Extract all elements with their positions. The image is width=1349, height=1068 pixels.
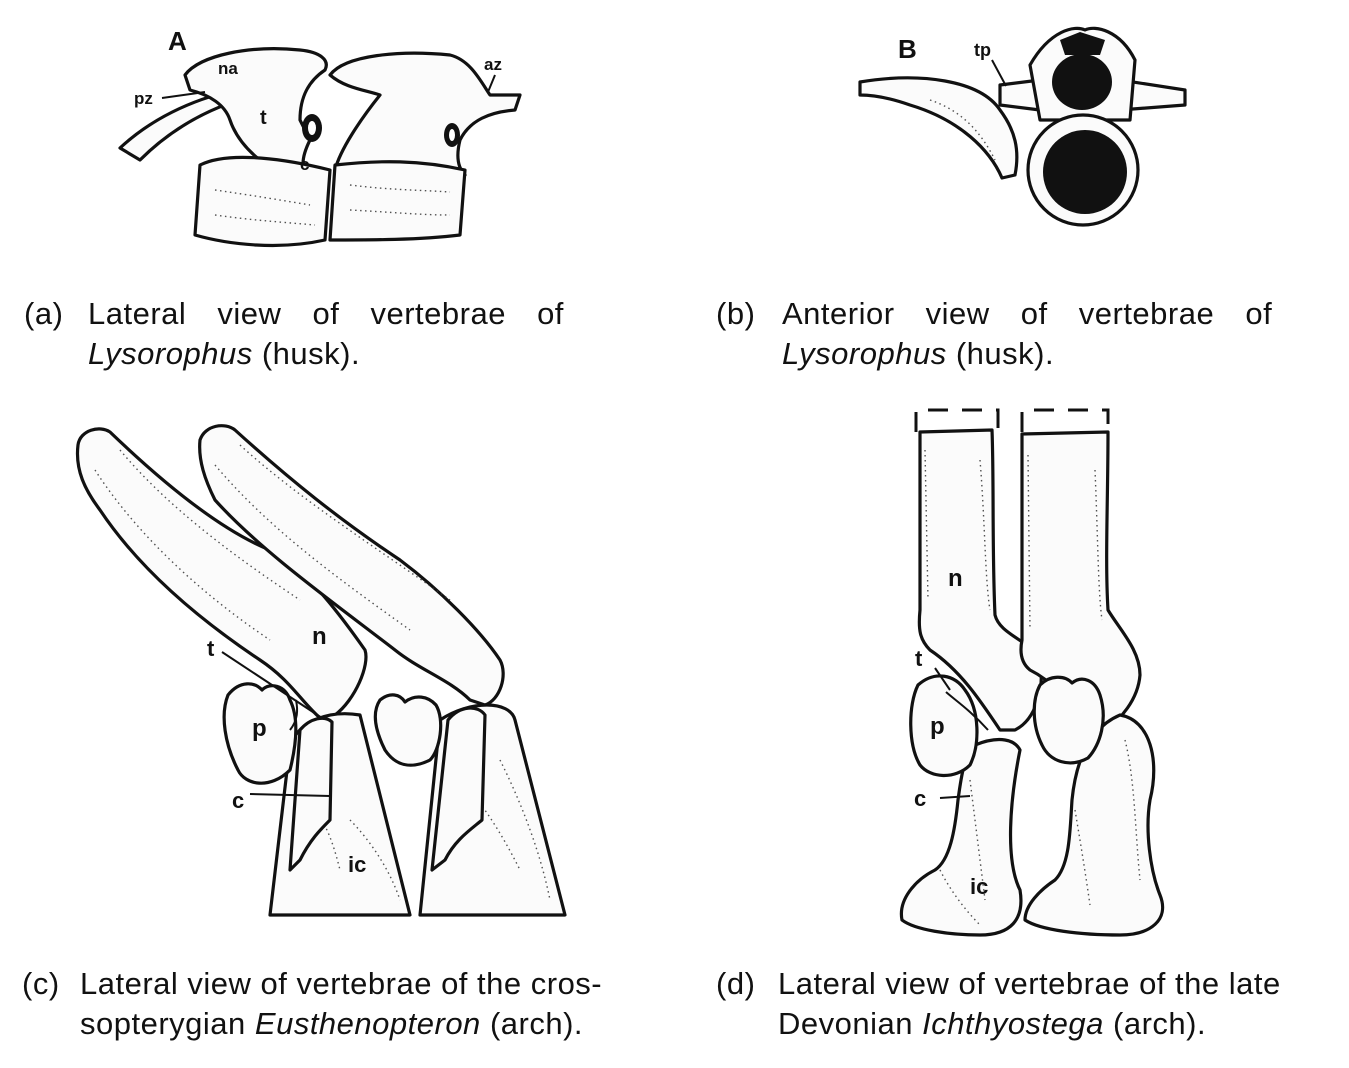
label-n-d: n: [948, 565, 963, 592]
caption-d-taxon: Ichthyostega: [922, 1006, 1104, 1041]
label-ic-d: ic: [970, 874, 988, 899]
caption-b-line1: Anterior view of vertebrae of: [782, 296, 1273, 331]
caption-b-suffix: (husk).: [955, 336, 1055, 371]
label-c-d: c: [914, 786, 926, 811]
caption-b-line2: Lysorophus (husk).: [782, 335, 1054, 372]
caption-b-taxon: Lysorophus: [782, 336, 947, 371]
label-az: az: [484, 55, 502, 74]
caption-c-line1: Lateral view of vertebrae of the cros-: [80, 966, 603, 1001]
caption-c-suffix: (arch).: [489, 1006, 584, 1041]
caption-c-prefix: sopterygian: [80, 1006, 246, 1041]
caption-b-tag: (b): [716, 296, 756, 331]
label-ic-c: ic: [348, 852, 366, 877]
label-t-d: t: [915, 646, 923, 671]
label-c-a: c: [300, 155, 309, 174]
caption-a-suffix: (husk).: [261, 336, 361, 371]
panel-d: n t p c ic (d) Lateral view of vertebrae…: [680, 400, 1349, 1068]
caption-a-taxon: Lysorophus: [88, 336, 253, 371]
label-n-c: n: [312, 623, 327, 650]
panel-b: B tp (b) Anterior view of vertebrae of L…: [680, 0, 1349, 380]
eusthenopteron-lateral-illustration: n t p c ic: [75, 424, 567, 917]
caption-d-prefix: Devonian: [778, 1006, 913, 1041]
lysorophus-anterior-illustration: B tp: [858, 26, 1187, 227]
caption-c-line2: sopterygian Eusthenopteron (arch).: [80, 1005, 583, 1042]
caption-b: (b) Anterior view of vertebrae of Lysoro…: [716, 295, 1336, 375]
panel-a-letter: A: [168, 26, 187, 56]
caption-a-line2: Lysorophus (husk).: [88, 335, 360, 372]
caption-d-line2: Devonian Ichthyostega (arch).: [778, 1005, 1206, 1042]
label-c-c: c: [232, 788, 244, 813]
label-p-d: p: [930, 713, 945, 740]
label-p-c: p: [252, 715, 267, 742]
ichthyostega-lateral-illustration: n t p c ic: [899, 408, 1165, 937]
lysorophus-lateral-illustration: A na pz t c az: [118, 26, 522, 248]
caption-d-tag: (d): [716, 966, 756, 1001]
panel-c: n t p c ic (c) Lateral view of vertebrae…: [0, 400, 680, 1068]
caption-a: (a) Lateral view of vertebrae of Lysorop…: [24, 295, 624, 375]
caption-c-tag: (c): [22, 966, 60, 1001]
caption-d-line1: Lateral view of vertebrae of the late: [778, 966, 1281, 1001]
caption-a-line1: Lateral view of vertebrae of: [88, 296, 564, 331]
caption-c: (c) Lateral view of vertebrae of the cro…: [22, 965, 672, 1045]
label-t: t: [260, 107, 267, 129]
caption-d-suffix: (arch).: [1113, 1006, 1207, 1041]
label-pz: pz: [134, 89, 153, 108]
caption-a-tag: (a): [24, 296, 64, 331]
caption-c-taxon: Eusthenopteron: [254, 1006, 481, 1041]
label-t-c: t: [207, 636, 215, 661]
panel-b-letter: B: [898, 34, 917, 64]
panel-a: A na pz t c az (a) Lateral view of verte…: [0, 0, 660, 380]
label-tp: tp: [974, 40, 991, 60]
label-na: na: [218, 59, 238, 78]
caption-d: (d) Lateral view of vertebrae of the lat…: [716, 965, 1341, 1045]
